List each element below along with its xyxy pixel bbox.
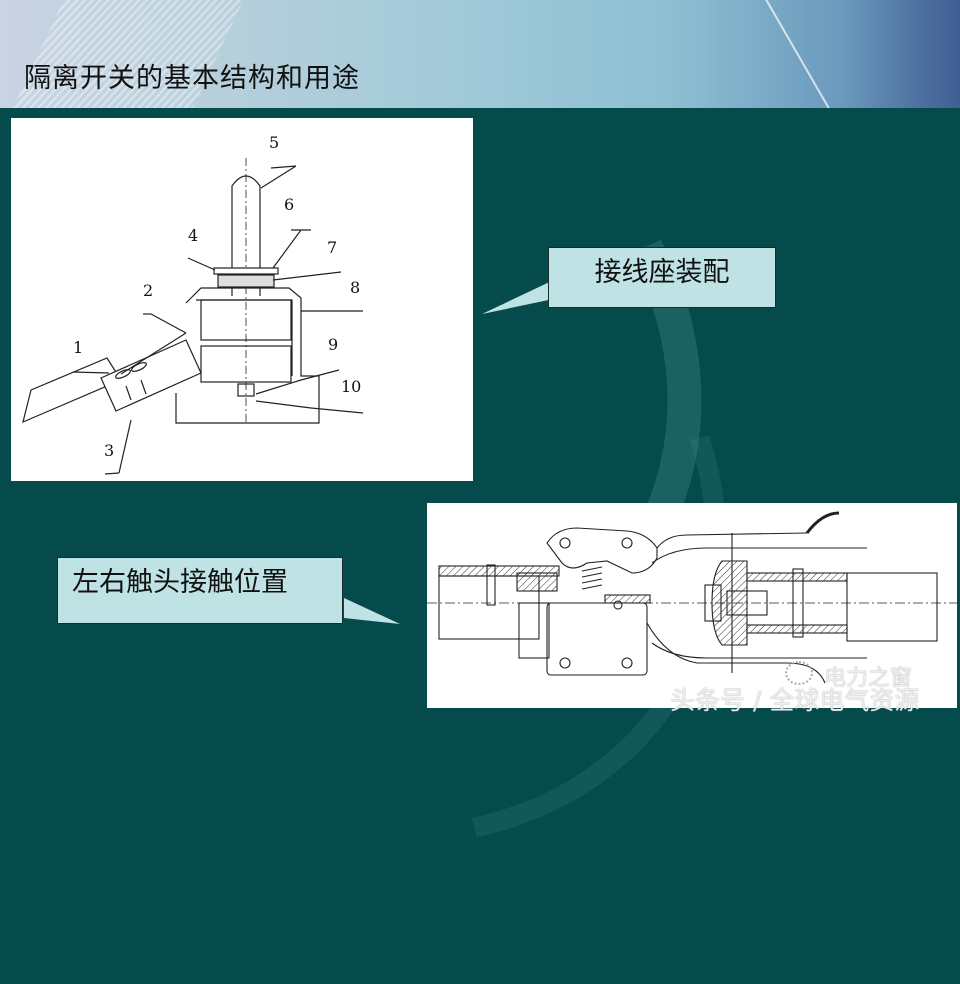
watermark-line2: 头条号 / 全球电气资源: [670, 686, 920, 715]
part-label-2: 2: [143, 281, 153, 300]
terminal-assembly-drawing: 1 2 3 4 5 6 7 8 9 10: [11, 118, 473, 481]
part-label-1: 1: [73, 338, 83, 357]
callout-pointer: [344, 598, 400, 624]
part-label-9: 9: [328, 335, 338, 354]
callout-text: 左右触头接触位置: [72, 567, 288, 598]
part-label-10: 10: [341, 377, 361, 396]
callout-terminal-assembly: 接线座装配: [548, 247, 776, 308]
watermark-line1: 电力之窗: [824, 666, 913, 691]
part-label-6: 6: [284, 195, 294, 214]
terminal-assembly-svg: 1 2 3 4 5 6 7 8 9 10: [22, 133, 364, 475]
callout-contact-position: 左右触头接触位置: [57, 557, 343, 624]
part-label-8: 8: [350, 278, 360, 297]
part-label-5: 5: [269, 133, 279, 152]
callout-pointer: [482, 278, 558, 314]
callout-text: 接线座装配: [594, 257, 730, 288]
slide-title: 隔离开关的基本结构和用途: [24, 63, 360, 94]
part-label-3: 3: [104, 441, 114, 460]
contact-position-drawing: 电力之窗 头条号 / 全球电气资源: [427, 503, 957, 715]
contact-position-svg: [427, 511, 957, 684]
slide-header: 隔离开关的基本结构和用途: [0, 0, 960, 108]
wechat-icon: [785, 661, 813, 685]
decorative-streak: [765, 0, 837, 108]
part-label-7: 7: [327, 238, 337, 257]
part-label-4: 4: [188, 226, 198, 245]
